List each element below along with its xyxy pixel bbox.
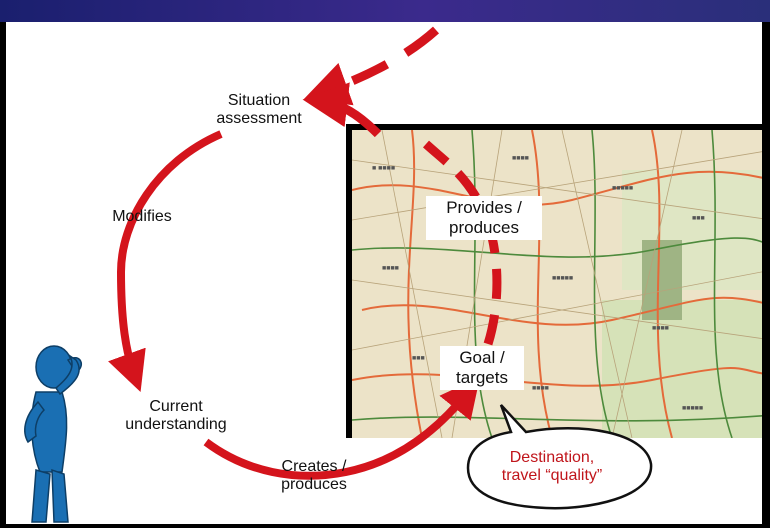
creates-arrow bbox=[203, 377, 480, 480]
modifies-label: Modifies bbox=[112, 208, 172, 225]
road-map-image: ■ ■■■■■■■■ ■■■■■■■■ ■■■■■■■■■ ■■■■■■■ ■■… bbox=[352, 130, 762, 438]
svg-text:■■■■: ■■■■ bbox=[532, 385, 549, 392]
situation-assessment-label: Situation assessment bbox=[204, 92, 314, 128]
creates-line-1: Creates / bbox=[281, 458, 347, 475]
current-line-2: understanding bbox=[125, 416, 227, 433]
map-roads: ■ ■■■■■■■■ ■■■■■■■■ ■■■■■■■■■ ■■■■■■■ ■■… bbox=[352, 130, 762, 438]
creates-produces-label: Creates / produces bbox=[264, 458, 364, 494]
slide-canvas: ■ ■■■■■■■■ ■■■■■■■■ ■■■■■■■■■ ■■■■■■■ ■■… bbox=[6, 22, 762, 524]
goal-to-provides-arrow bbox=[483, 235, 502, 346]
callout-bubble bbox=[466, 404, 653, 510]
current-line-1: Current bbox=[149, 398, 203, 415]
callout-text: Destination, travel “quality” bbox=[482, 449, 622, 485]
modifies-arrow bbox=[108, 130, 223, 393]
svg-text:■ ■■■■: ■ ■■■■ bbox=[372, 165, 395, 172]
thinking-person-figure bbox=[24, 345, 83, 523]
svg-text:■■■■■: ■■■■■ bbox=[612, 185, 633, 192]
goal-line-2: targets bbox=[456, 368, 508, 387]
svg-text:■■■■: ■■■■ bbox=[382, 265, 399, 272]
slide-top-bar bbox=[0, 0, 770, 22]
svg-text:■■■: ■■■ bbox=[412, 355, 425, 362]
provides-to-situation-arrow bbox=[422, 140, 480, 200]
svg-text:■■■: ■■■ bbox=[692, 215, 705, 222]
svg-text:■■■■■: ■■■■■ bbox=[552, 275, 573, 282]
provides-line-1: Provides / bbox=[446, 198, 522, 217]
map-to-situation-arrow bbox=[302, 82, 382, 138]
callout-line-2: travel “quality” bbox=[501, 467, 603, 484]
goal-line-1: Goal / bbox=[459, 348, 505, 367]
situation-line-1: Situation bbox=[227, 92, 291, 109]
provides-line-2: produces bbox=[449, 218, 519, 237]
svg-text:■■■■■: ■■■■■ bbox=[682, 405, 703, 412]
goal-targets-label: Goal / targets bbox=[440, 346, 524, 390]
current-understanding-label: Current understanding bbox=[106, 398, 246, 434]
diagram-arrows bbox=[24, 26, 653, 523]
callout-line-1: Destination, bbox=[509, 449, 595, 466]
svg-text:■■■■: ■■■■ bbox=[512, 155, 529, 162]
dashed-feedback-arrow bbox=[303, 26, 440, 106]
creates-line-2: produces bbox=[281, 476, 347, 493]
svg-text:■■■■: ■■■■ bbox=[652, 325, 669, 332]
provides-produces-label: Provides / produces bbox=[426, 196, 542, 240]
situation-line-2: assessment bbox=[216, 110, 302, 127]
